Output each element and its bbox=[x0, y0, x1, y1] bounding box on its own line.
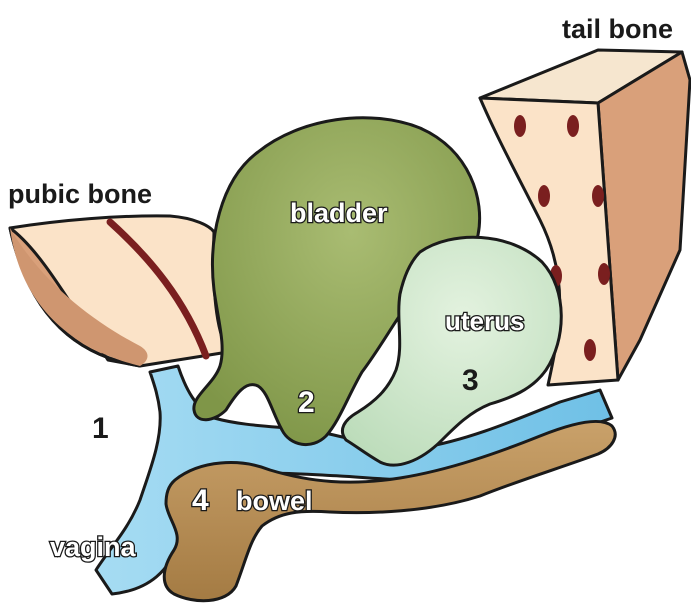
tail-bone-label: tail bone bbox=[562, 14, 673, 44]
marker-3: 3 bbox=[462, 364, 479, 397]
marker-1: 1 bbox=[92, 412, 109, 445]
bowel-label: bowel bbox=[236, 486, 313, 516]
uterus-label: uterus bbox=[445, 306, 524, 336]
marker-2: 2 bbox=[298, 386, 315, 419]
bone-dot bbox=[598, 263, 610, 285]
pubic-bone-label: pubic bone bbox=[8, 179, 152, 209]
bone-dot bbox=[538, 185, 550, 207]
bone-dot bbox=[592, 185, 604, 207]
bladder-label: bladder bbox=[290, 198, 388, 228]
bone-dot bbox=[567, 115, 579, 137]
vagina-label: vagina bbox=[50, 532, 137, 562]
marker-4: 4 bbox=[192, 484, 209, 517]
bone-dot bbox=[584, 339, 596, 361]
bone-dot bbox=[514, 115, 526, 137]
pubic-bone bbox=[10, 216, 228, 366]
